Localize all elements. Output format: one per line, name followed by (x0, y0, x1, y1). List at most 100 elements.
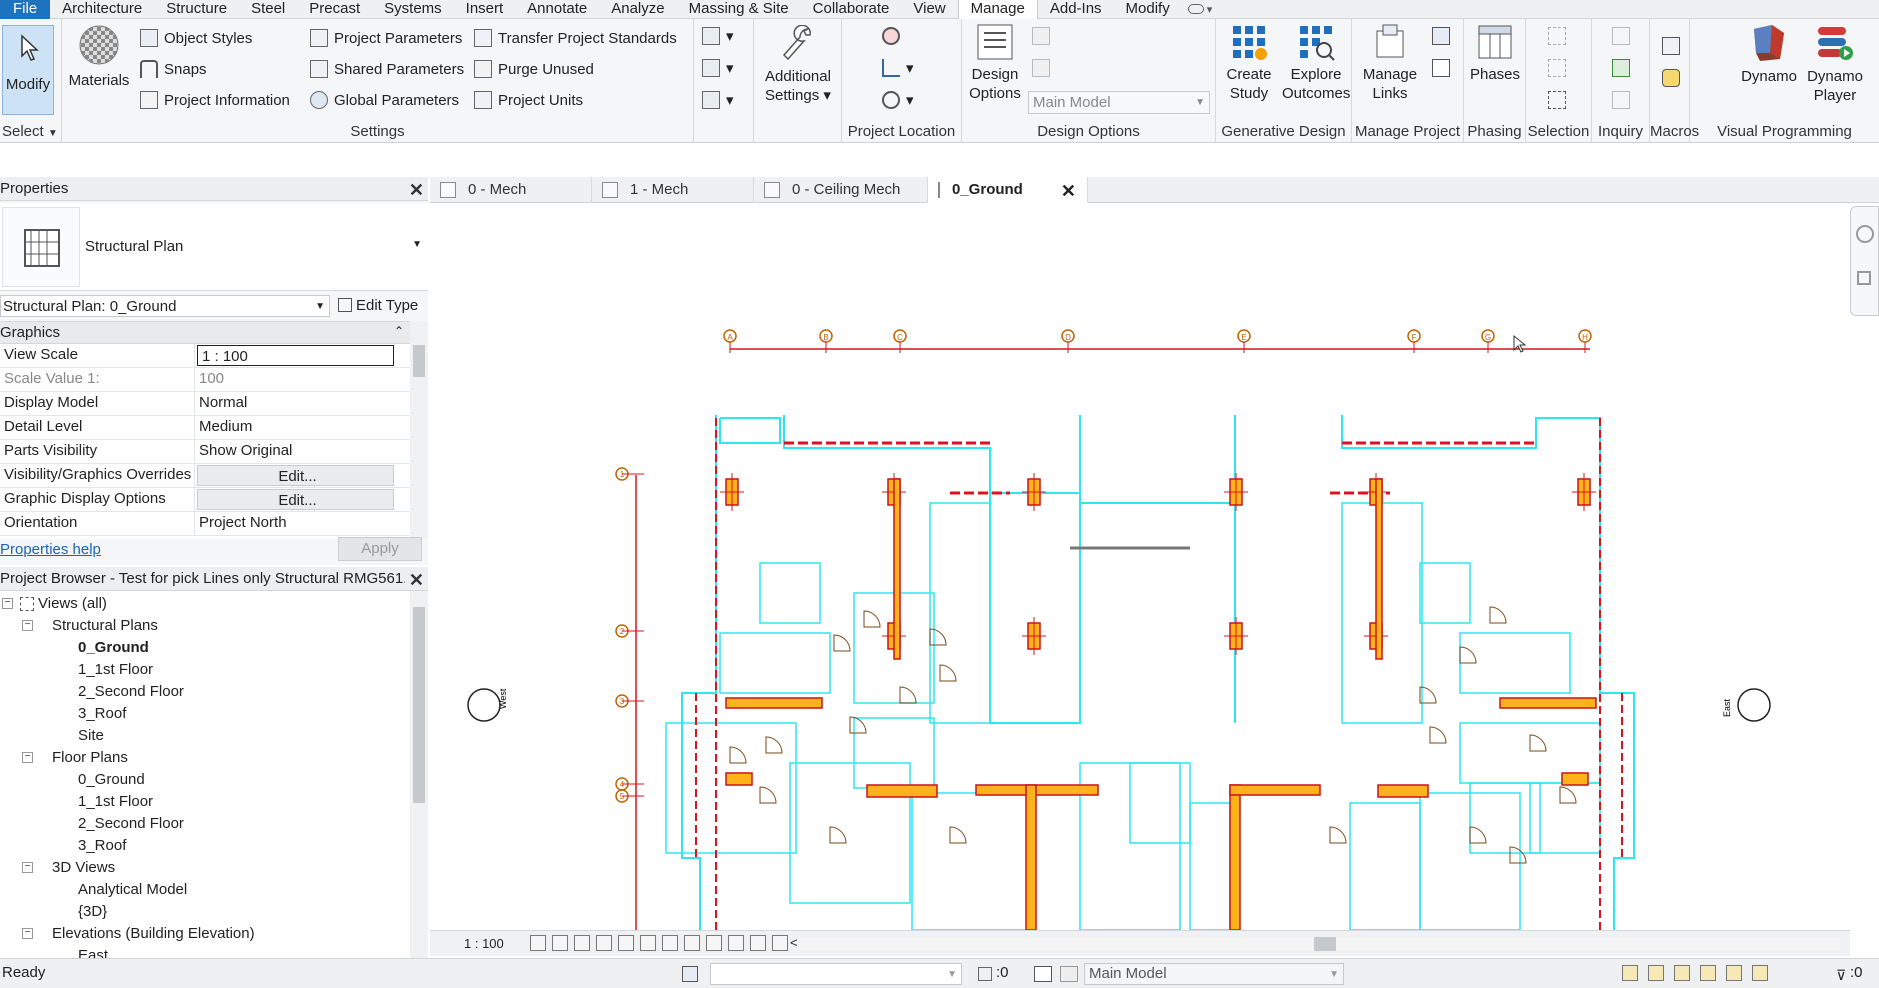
drawing-canvas[interactable]: ABCDEFGH12345WestEast (430, 203, 1850, 930)
macro-security-button[interactable] (1662, 69, 1686, 87)
browser-view-item[interactable]: East (0, 945, 408, 959)
menu-item-add-ins[interactable]: Add-Ins (1049, 0, 1102, 17)
close-icon[interactable]: ✕ (1060, 181, 1076, 201)
menu-item-insert[interactable]: Insert (465, 0, 504, 17)
highlight-displacement-icon[interactable] (728, 935, 744, 951)
manage-images-button[interactable] (1432, 27, 1456, 45)
crop-view-icon[interactable] (618, 935, 634, 951)
additional-settings-button[interactable]: Additional Settings ▾ (758, 25, 838, 105)
menu-item-precast[interactable]: Precast (309, 0, 361, 17)
tool-dropdown-3[interactable]: ▾ (702, 91, 734, 109)
visual-style-icon[interactable] (552, 935, 568, 951)
tool-dropdown-2[interactable]: ▾ (702, 59, 734, 77)
scroll-left-icon[interactable]: < (790, 935, 798, 950)
browser-view-item[interactable]: 3_Roof (0, 835, 408, 857)
transfer-project-standards-button[interactable]: Transfer Project Standards (474, 29, 677, 47)
group-header-graphics[interactable]: Graphics⌃ (0, 322, 410, 344)
selection-filter-icon[interactable] (978, 967, 992, 981)
quick-access-dropdown[interactable]: ▾ (1187, 3, 1212, 16)
browser-view-item[interactable]: 0_Ground (0, 637, 408, 659)
edit-button[interactable]: Edit... (197, 489, 394, 510)
edit-type-button[interactable]: Edit Type (338, 297, 418, 314)
browser-view-item[interactable]: Site (0, 725, 408, 747)
browser-group[interactable]: −Structural Plans (0, 615, 408, 637)
menu-item-annotate[interactable]: Annotate (527, 0, 588, 17)
collapse-icon[interactable]: ⌃ (393, 324, 404, 338)
close-icon[interactable]: ✕ (404, 570, 424, 590)
menu-item-collaborate[interactable]: Collaborate (812, 0, 890, 17)
select-links-icon[interactable] (1648, 965, 1664, 981)
browser-view-item[interactable]: 2_Second Floor (0, 681, 408, 703)
structural-floor-plan[interactable]: ABCDEFGH12345WestEast (430, 203, 1850, 930)
create-study-button[interactable]: Create Study (1220, 23, 1278, 103)
position-button[interactable]: ▾ (882, 91, 914, 109)
select-by-face-icon[interactable] (1726, 965, 1742, 981)
reveal-hidden-icon[interactable] (684, 935, 700, 951)
tool-dropdown-1[interactable]: ▾ (702, 27, 734, 45)
macro-manager-button[interactable] (1662, 37, 1686, 55)
menu-item-modify[interactable]: Modify (1125, 0, 1170, 17)
browser-view-item[interactable]: 1_1st Floor (0, 791, 408, 813)
select-by-id-button[interactable] (1612, 59, 1636, 77)
show-crop-icon[interactable] (640, 935, 656, 951)
chevron-down-icon[interactable]: ▼ (412, 239, 422, 250)
drag-elements-icon[interactable] (1752, 965, 1768, 981)
property-value[interactable]: Medium (199, 418, 253, 435)
select-underlay-icon[interactable] (1674, 965, 1690, 981)
properties-help-link[interactable]: Properties help (0, 541, 101, 558)
browser-scrollbar[interactable] (410, 591, 428, 959)
location-button[interactable] (882, 27, 906, 45)
menu-item-file[interactable]: File (0, 0, 51, 19)
menu-item-architecture[interactable]: Architecture (62, 0, 143, 17)
zoom-icon[interactable] (1857, 271, 1871, 285)
collapse-icon[interactable]: − (2, 598, 13, 609)
snaps-button[interactable]: Snaps (140, 60, 207, 78)
sun-path-icon[interactable] (574, 935, 590, 951)
explore-outcomes-button[interactable]: Explore Outcomes (1282, 23, 1350, 103)
coordinates-button[interactable]: ▾ (882, 59, 914, 77)
navigation-bar[interactable] (1850, 206, 1879, 316)
modify-button[interactable]: Modify (2, 25, 54, 115)
detail-level-icon[interactable] (530, 935, 546, 951)
browser-view-item[interactable]: 1_1st Floor (0, 659, 408, 681)
close-icon[interactable]: ✕ (408, 180, 424, 200)
tab-0-ground[interactable]: 0_Ground✕ (928, 177, 1088, 203)
constraints-icon[interactable] (772, 935, 788, 951)
shared-parameters-button[interactable]: Shared Parameters (310, 60, 464, 78)
dynamo-button[interactable]: Dynamo (1738, 23, 1800, 86)
shadows-icon[interactable] (596, 935, 612, 951)
properties-scrollbar[interactable] (410, 321, 428, 539)
menu-item-systems[interactable]: Systems (384, 0, 442, 17)
materials-button[interactable]: Materials (68, 23, 130, 90)
project-information-button[interactable]: Project Information (140, 91, 290, 109)
property-value[interactable]: 1 : 100 (197, 345, 394, 366)
workset-select[interactable]: ▼ (710, 963, 962, 985)
phases-button[interactable]: Phases (1466, 23, 1524, 84)
scrollbar-thumb[interactable] (413, 607, 425, 803)
menu-item-manage[interactable]: Manage (957, 0, 1038, 19)
design-options-button[interactable]: Design Options (966, 23, 1024, 103)
filter-icon[interactable]: ⊽ (1836, 967, 1847, 983)
dynamo-player-button[interactable]: Dynamo Player (1804, 23, 1866, 105)
project-parameters-button[interactable]: Project Parameters (310, 29, 462, 47)
scrollbar-thumb[interactable] (413, 345, 425, 377)
browser-group[interactable]: −3D Views (0, 857, 408, 879)
browser-view-item[interactable]: 3_Roof (0, 703, 408, 725)
collapse-icon[interactable]: − (22, 862, 33, 873)
collapse-icon[interactable]: − (22, 928, 33, 939)
temporary-hide-icon[interactable] (662, 935, 678, 951)
browser-view-item[interactable]: 0_Ground (0, 769, 408, 791)
select-panel-title[interactable]: Select ▼ (2, 123, 58, 140)
apply-button[interactable]: Apply (338, 537, 422, 561)
tab-1-mech[interactable]: 1 - Mech (592, 177, 754, 203)
browser-view-item[interactable]: 2_Second Floor (0, 813, 408, 835)
tab-0-ceiling-mech[interactable]: 0 - Ceiling Mech (754, 177, 928, 203)
edit-selection-button[interactable] (1548, 91, 1572, 109)
east-elevation-marker[interactable] (1737, 688, 1771, 722)
browser-group[interactable]: −Elevations (Building Elevation) (0, 923, 408, 945)
starting-view-button[interactable] (1432, 59, 1456, 77)
edit-button[interactable]: Edit... (197, 465, 394, 486)
design-option-select[interactable]: Main Model▼ (1028, 91, 1210, 114)
browser-group[interactable]: −Views (all) (0, 593, 408, 615)
global-parameters-button[interactable]: Global Parameters (310, 91, 459, 109)
